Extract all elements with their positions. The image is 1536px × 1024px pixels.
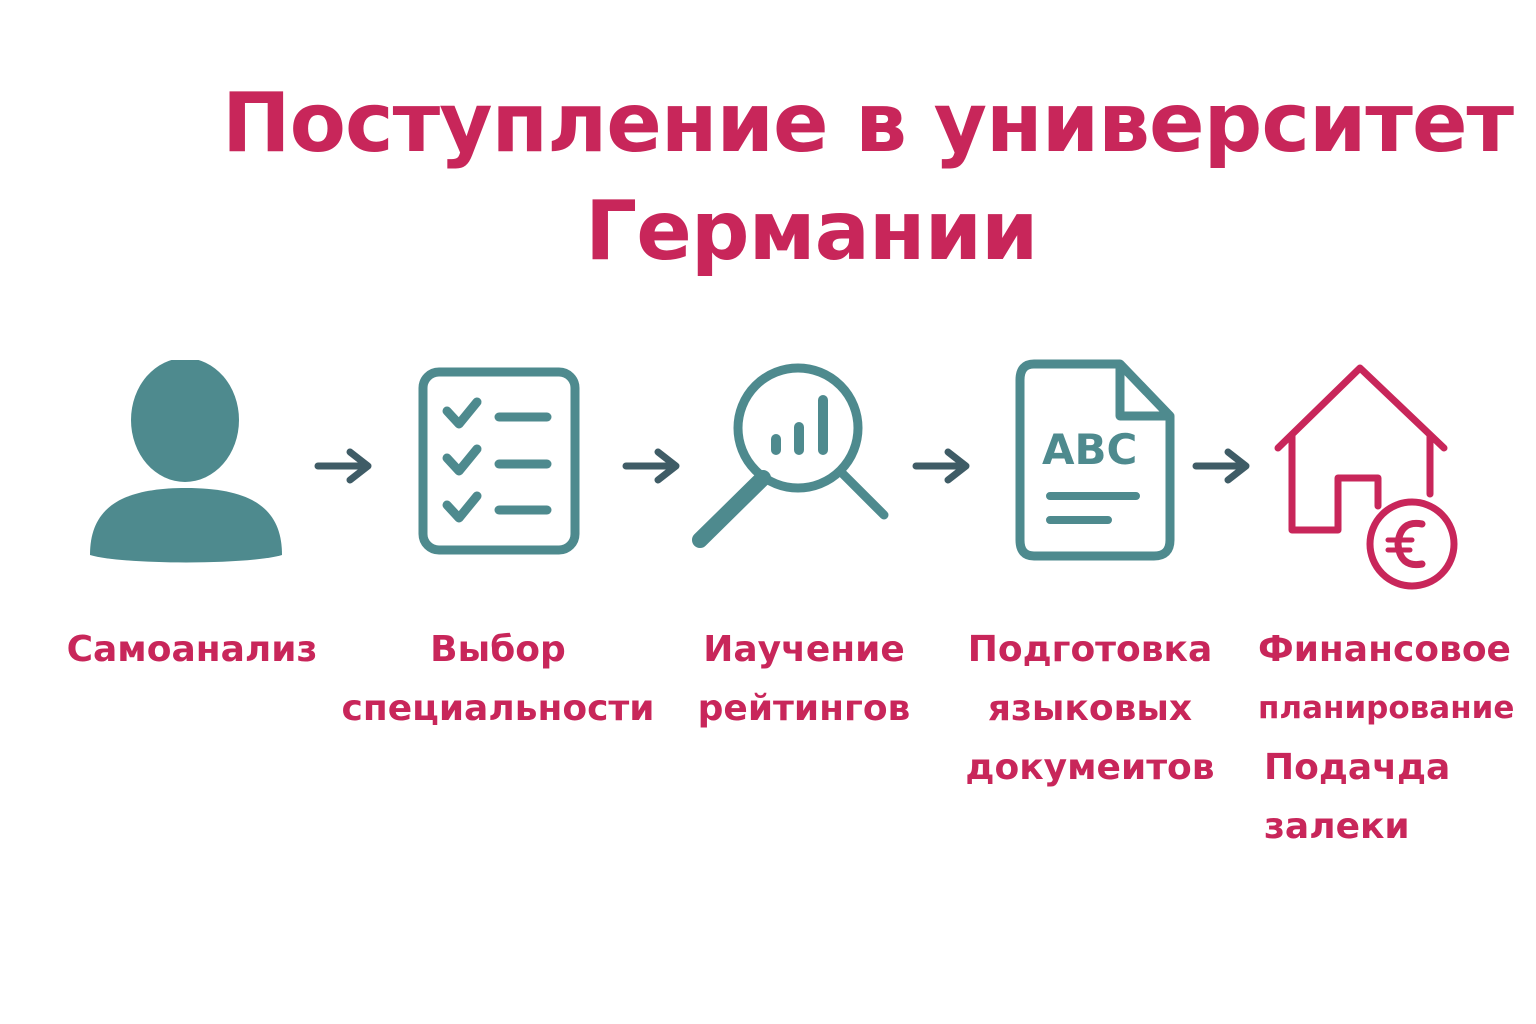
- arrow-right-icon: [314, 448, 372, 484]
- svg-text:ABC: ABC: [1042, 425, 1137, 474]
- checklist-icon: [418, 367, 580, 555]
- step-label-finance-and-application: Финансовое планирование Подачда залеки: [1258, 629, 1515, 847]
- magnifier-chart-icon: [692, 363, 889, 548]
- step-label-study-rankings: Иаучение рейтингов: [697, 629, 911, 729]
- person-icon: [90, 360, 282, 563]
- step-label-self-analysis: Самоанализ: [66, 629, 318, 670]
- step-label-language-documents: Подготовка языковых докумеитов: [965, 629, 1215, 788]
- title-line-1: Поступление в университет: [222, 76, 1514, 171]
- step-label-choose-specialty: Выбор специальности: [341, 629, 655, 729]
- arrow-right-icon: [622, 448, 680, 484]
- house-euro-icon: [1274, 364, 1458, 590]
- document-abc-icon: ABC: [1015, 359, 1175, 561]
- title-line-2: Германии: [585, 184, 1038, 279]
- arrow-right-icon: [1192, 448, 1250, 484]
- arrow-right-icon: [912, 448, 970, 484]
